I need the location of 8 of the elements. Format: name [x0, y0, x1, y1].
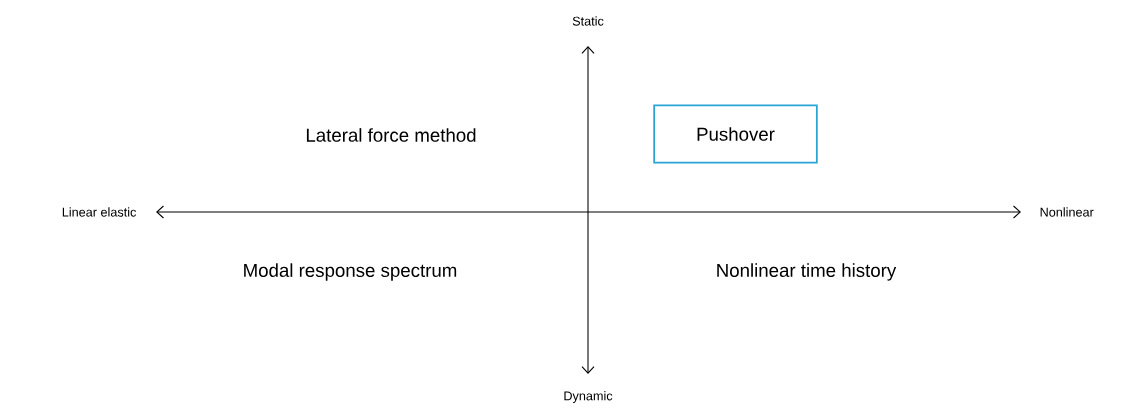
method-label: Lateral force method — [306, 128, 476, 142]
method-box: Pushover — [653, 104, 818, 164]
axis-label: Nonlinear — [1040, 207, 1094, 217]
method-label: Nonlinear time history — [717, 263, 897, 281]
method-label: Modal response spectrum — [244, 263, 457, 281]
axis-label: Linear elastic — [62, 207, 137, 217]
axis-label: Dynamic — [564, 391, 613, 403]
axis-label: Static — [572, 16, 604, 26]
